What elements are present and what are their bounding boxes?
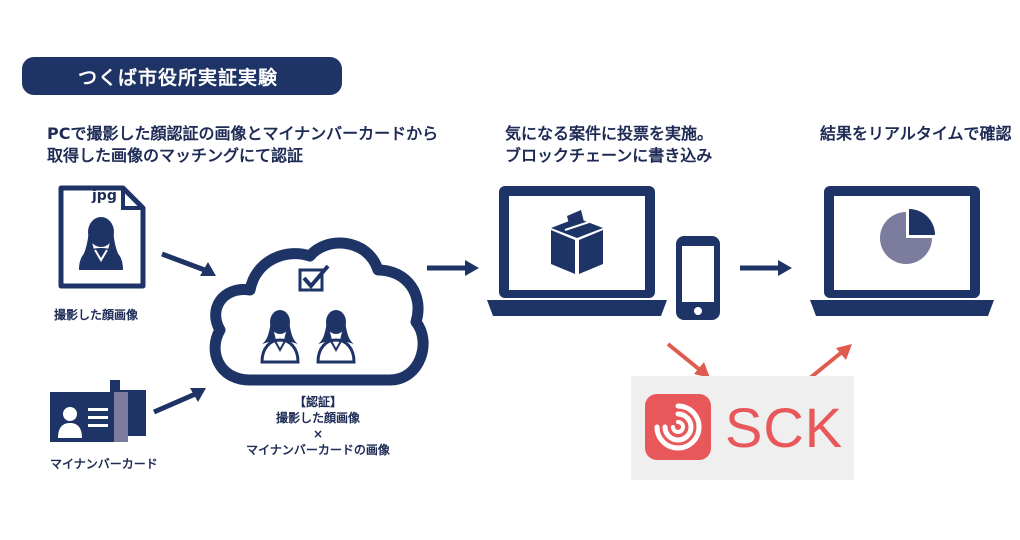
pie-chart-icon: [880, 209, 935, 264]
cloud-caption-line4: マイナンバーカードの画像: [246, 443, 390, 457]
cloud-caption-line3: ×: [312, 427, 324, 441]
sck-logo-mark-icon: [645, 394, 711, 460]
sck-logo-text: SCK: [725, 396, 844, 459]
page-title: つくば市役所実証実験: [22, 57, 342, 95]
arrow-photo-to-cloud-icon: [161, 251, 216, 276]
photo-label: 撮影した顔画像: [54, 308, 139, 322]
step3-caption: 結果をリアルタイムで確認: [820, 124, 1012, 143]
sck-logo-panel: SCK: [631, 376, 854, 480]
voting-laptop-icon: [487, 186, 667, 316]
smartphone-icon: [676, 236, 720, 320]
mynumber-card-icon: [50, 380, 146, 442]
step1-caption-line1: PCで撮影した顔認証の画像とマイナンバーカードから: [47, 124, 439, 143]
step2-caption-line1: 気になる案件に投票を実施。: [505, 124, 714, 143]
arrow-cloud-to-laptop-icon: [427, 260, 479, 276]
step1-caption: PCで撮影した顔認証の画像とマイナンバーカードから 取得した画像のマッチングにて…: [47, 123, 438, 167]
arrow-vote-to-results-icon: [740, 260, 792, 276]
cloud-caption: 【認証】 撮影した顔画像 × マイナンバーカードの画像: [230, 394, 406, 458]
cloud-caption-line1: 【認証】: [293, 395, 342, 409]
step2-caption: 気になる案件に投票を実施。 ブロックチェーンに書き込み: [505, 123, 713, 167]
arrow-to-sck-icon: [666, 342, 710, 378]
arrow-from-sck-icon: [808, 344, 852, 380]
auth-cloud-icon: [209, 237, 429, 386]
arrow-card-to-cloud-icon: [153, 388, 206, 415]
results-laptop-icon: [810, 186, 994, 316]
step1-caption-line2: 取得した画像のマッチングにて認証: [47, 146, 304, 165]
card-label: マイナンバーカード: [50, 457, 158, 471]
cloud-caption-line2: 撮影した顔画像: [275, 411, 360, 425]
step2-caption-line2: ブロックチェーンに書き込み: [505, 146, 713, 165]
photo-file-icon: [58, 185, 146, 289]
file-extension-label: jpg: [92, 188, 117, 204]
